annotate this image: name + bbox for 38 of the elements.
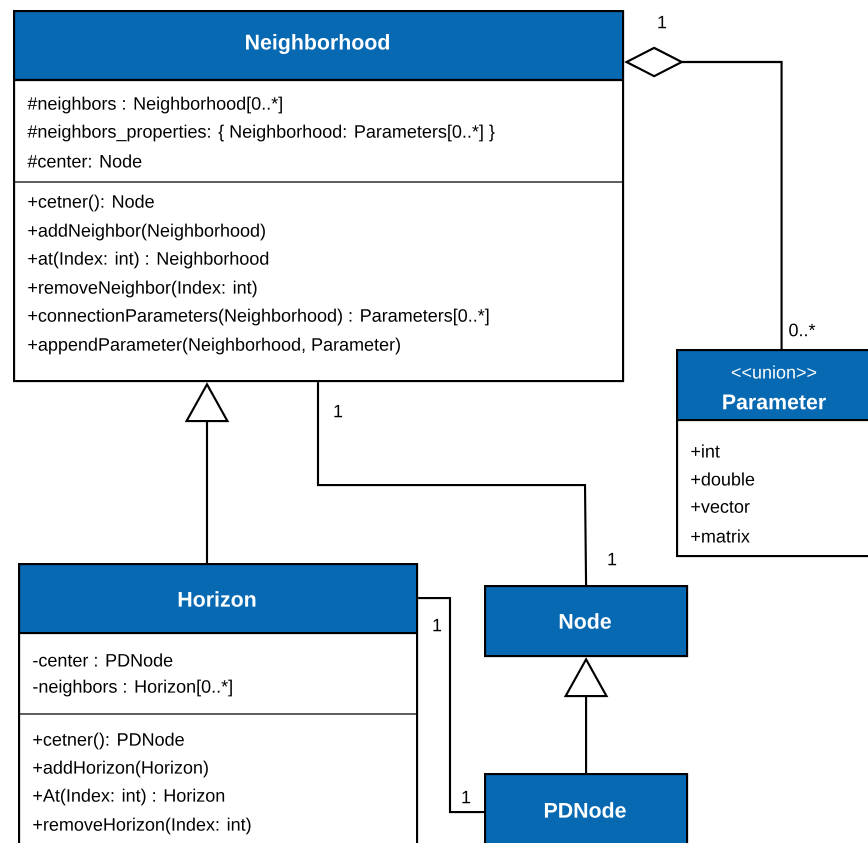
- class-box: [676, 349, 868, 558]
- member-text: +at(Index: int) : Neighborhood: [28, 252, 268, 268]
- member-text: +cetner(): PDNode: [33, 732, 184, 750]
- class-name: Neighborhood: [246, 34, 389, 54]
- member-text: -center : PDNode: [33, 653, 172, 667]
- multiplicity-label: 1: [658, 16, 666, 28]
- class-box: [484, 773, 688, 843]
- class-box: [18, 563, 418, 843]
- member-text: +double: [691, 472, 754, 486]
- class-name: Horizon: [178, 591, 256, 607]
- member-text: -neighbors : Horizon[0..*]: [33, 680, 232, 696]
- member-text: +vector: [691, 501, 750, 513]
- member-text: #neighbors : Neighborhood[0..*]: [27, 96, 282, 114]
- member-text: +cetner(): Node: [28, 194, 154, 212]
- multiplicity-label: 1: [334, 404, 342, 418]
- multiplicity-label: 1: [433, 618, 442, 632]
- member-text: +matrix: [691, 529, 750, 543]
- multiplicity-label: 1: [462, 790, 470, 804]
- association-line: [316, 382, 588, 586]
- member-text: #center: Node: [27, 154, 142, 168]
- class-name: PDNode: [544, 802, 626, 818]
- member-text: +addNeighbor(Neighborhood): [28, 224, 265, 240]
- member-text: +removeNeighbor(Index: int): [28, 280, 257, 298]
- member-text: +connectionParameters(Neighborhood) : Parameters[0..*]: [28, 308, 488, 326]
- class-box: [13, 10, 624, 382]
- class-name: Node: [560, 613, 611, 629]
- member-text: +appendParameter(Neighborhood, Parameter): [28, 338, 400, 354]
- member-text: +int: [691, 444, 720, 458]
- multiplicity-label: 1: [608, 552, 616, 566]
- stereotype-text: <<union>>: [732, 365, 816, 379]
- class-name: Parameter: [723, 394, 826, 410]
- member-text: +removeHorizon(Index: int): [33, 818, 250, 834]
- member-text: #neighbors_properties: { Neighborhood: Parameters[0..*] }: [27, 124, 495, 142]
- member-text: +addHorizon(Horizon): [33, 760, 208, 778]
- association-line: [418, 596, 484, 814]
- multiplicity-label: 0..*: [789, 324, 816, 336]
- class-box: [484, 585, 688, 658]
- member-text: +At(Index: int) : Horizon: [33, 788, 224, 806]
